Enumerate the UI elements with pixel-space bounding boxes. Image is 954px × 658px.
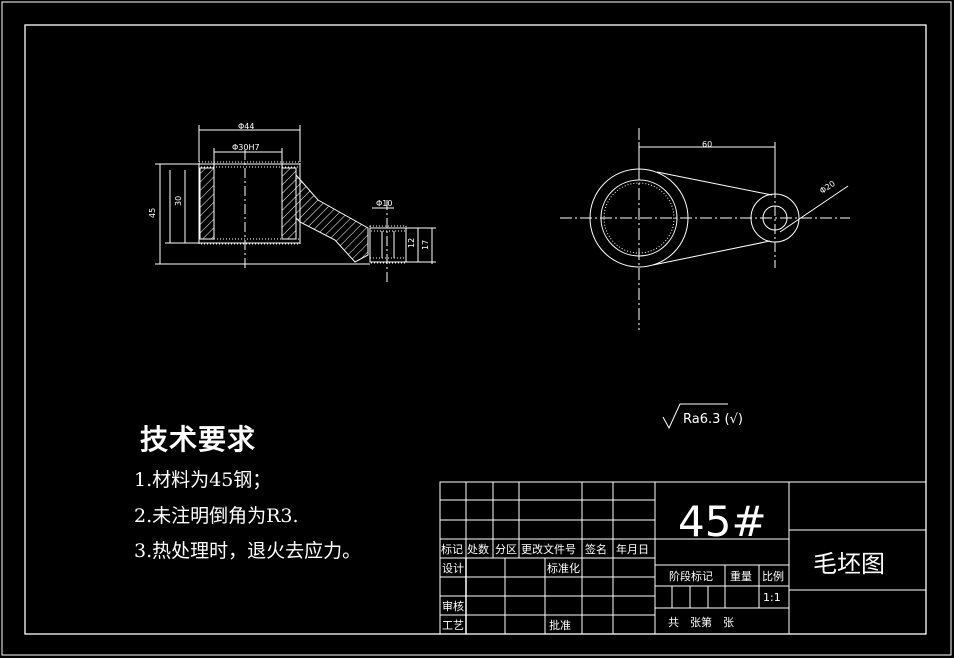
label-standardize: 标准化 xyxy=(547,561,580,575)
section-view xyxy=(155,125,436,285)
header-date: 年月日 xyxy=(616,542,649,556)
label-design: 设计 xyxy=(442,562,464,575)
label-process: 工艺 xyxy=(442,619,464,632)
label-weight: 重量 xyxy=(730,569,752,583)
dim-h12: 12 xyxy=(407,238,416,248)
tech-requirements-title: 技术要求 xyxy=(140,423,257,456)
dim-h30: 30 xyxy=(174,196,183,206)
header-zone: 分区 xyxy=(495,543,517,556)
header-signature: 签名 xyxy=(585,542,607,556)
surface-finish: Ra6.3 (√) xyxy=(683,412,743,427)
scale-value: 1:1 xyxy=(763,591,781,604)
surface-finish-symbol xyxy=(662,403,728,430)
dim-60: 60 xyxy=(702,140,712,149)
label-approve: 批准 xyxy=(549,618,571,632)
header-count: 处数 xyxy=(467,543,489,556)
dim-phi30h7: Φ30H7 xyxy=(232,143,260,152)
drawing-name: 毛坯图 xyxy=(813,550,885,578)
title-block xyxy=(439,481,927,635)
dim-phi44: Φ44 xyxy=(238,122,254,131)
dim-r20: Φ20 xyxy=(818,179,837,196)
header-change-doc: 更改文件号 xyxy=(521,542,576,556)
label-review: 审核 xyxy=(442,599,464,613)
dim-h45: 45 xyxy=(148,208,157,218)
tech-requirement-1: 1.材料为45钢； xyxy=(134,469,272,491)
material-label: 45# xyxy=(678,497,767,546)
dim-phi10: Φ10 xyxy=(376,199,392,208)
dim-h17: 17 xyxy=(421,240,430,250)
header-mark: 标记 xyxy=(441,542,463,556)
tech-requirement-2: 2.未注明倒角为R3. xyxy=(134,505,299,527)
tech-requirement-3: 3.热处理时，退火去应力。 xyxy=(134,540,362,562)
label-sheets: 共 张第 张 xyxy=(668,615,734,629)
label-stage-mark: 阶段标记 xyxy=(669,569,713,583)
front-view xyxy=(560,128,850,330)
label-scale: 比例 xyxy=(762,569,784,583)
